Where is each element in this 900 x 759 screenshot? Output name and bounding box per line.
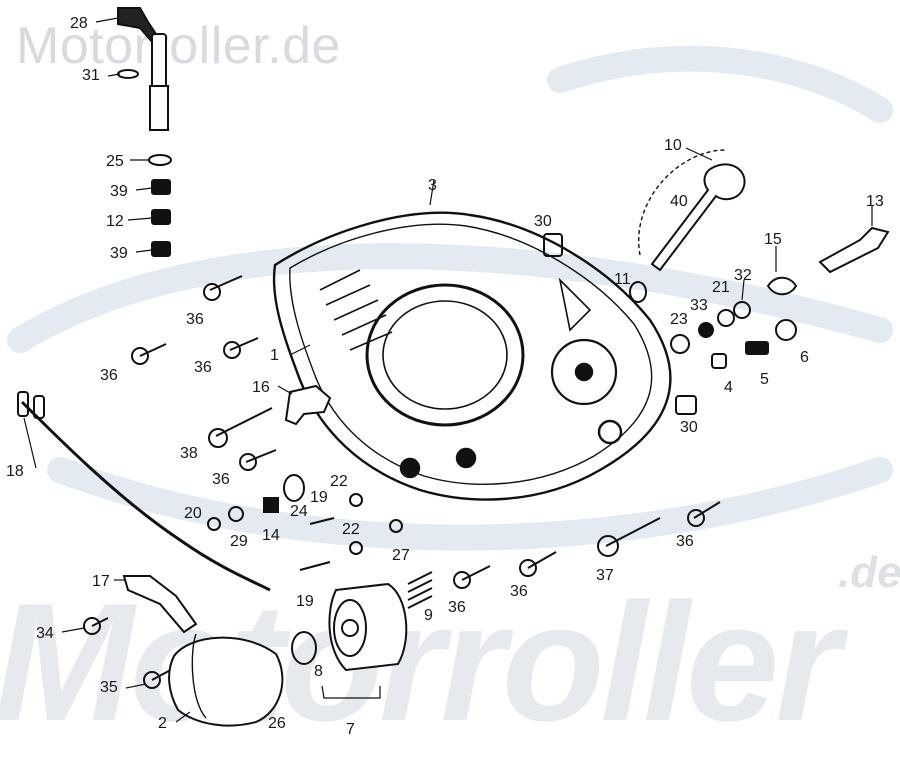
part-number-label: 14 (262, 527, 280, 544)
part-number-label: 25 (106, 153, 124, 170)
diagram-stage: Motorroller.de Motorroller .de (0, 7, 900, 756)
part-number-label: 11 (614, 271, 631, 288)
part-number-label: 1 (270, 347, 279, 364)
part-number-label: 36 (510, 583, 528, 600)
part-number-label: 31 (82, 67, 100, 84)
part-number-label: 36 (194, 359, 212, 376)
watermark-top: Motorroller.de (16, 17, 341, 75)
part-number-label: 40 (670, 193, 688, 210)
part-number-label: 19 (310, 489, 328, 506)
part-number-label: 37 (596, 567, 614, 584)
parts-right (543, 149, 890, 415)
part-number-label: 13 (866, 193, 884, 210)
part-number-label: 16 (252, 379, 270, 396)
part-number-label: 36 (448, 599, 466, 616)
part-number-label: 39 (110, 183, 128, 200)
part-number-label: 32 (734, 267, 752, 284)
parts-left-stack (117, 7, 172, 257)
part-number-label: 36 (100, 367, 118, 384)
part-number-label: 4 (724, 379, 733, 396)
part-number-label: 9 (424, 607, 433, 624)
part-number-label: 36 (186, 311, 204, 328)
part-number-label: 22 (342, 521, 360, 538)
watermark-bottom: Motorroller (0, 568, 841, 756)
background-swoosh (7, 45, 893, 551)
part-number-label: 28 (70, 15, 88, 32)
part-number-label: 39 (110, 245, 128, 262)
part-number-label: 19 (296, 593, 314, 610)
part-number-label: 22 (330, 473, 348, 490)
part-number-label: 26 (268, 715, 286, 732)
part-number-label: 29 (230, 533, 248, 550)
part-number-label: 34 (36, 625, 54, 642)
bolts (83, 275, 721, 689)
part-number-label: 6 (800, 349, 809, 366)
watermark-suffix: .de (838, 548, 900, 597)
part-number-label: 12 (106, 213, 124, 230)
parts-lower (17, 384, 433, 727)
part-number-label: 2 (158, 715, 167, 732)
part-number-label: 18 (6, 463, 24, 480)
part-number-label: 10 (664, 137, 682, 154)
part-number-label: 30 (534, 213, 552, 230)
part-number-label: 17 (92, 573, 110, 590)
part-number-label: 7 (346, 721, 355, 738)
part-number-label: 5 (760, 371, 769, 388)
part-number-label: 21 (712, 279, 730, 296)
part-number-label: 8 (314, 663, 323, 680)
part-number-label: 30 (680, 419, 698, 436)
part-number-label: 24 (290, 503, 308, 520)
leader-lines (23, 17, 873, 723)
part-number-label: 15 (764, 231, 782, 248)
part-number-label: 20 (184, 505, 202, 522)
part-number-label: 27 (392, 547, 410, 564)
part-number-label: 23 (670, 311, 688, 328)
exploded-parts-diagram: 2831253912393636361163836182029142419222… (6, 7, 893, 738)
part-number-label: 36 (212, 471, 230, 488)
part-number-label: 36 (676, 533, 694, 550)
part-number-label: 35 (100, 679, 118, 696)
part-number-label: 33 (690, 297, 708, 314)
part-number-label: 3 (428, 177, 437, 194)
part-number-label: 38 (180, 445, 198, 462)
